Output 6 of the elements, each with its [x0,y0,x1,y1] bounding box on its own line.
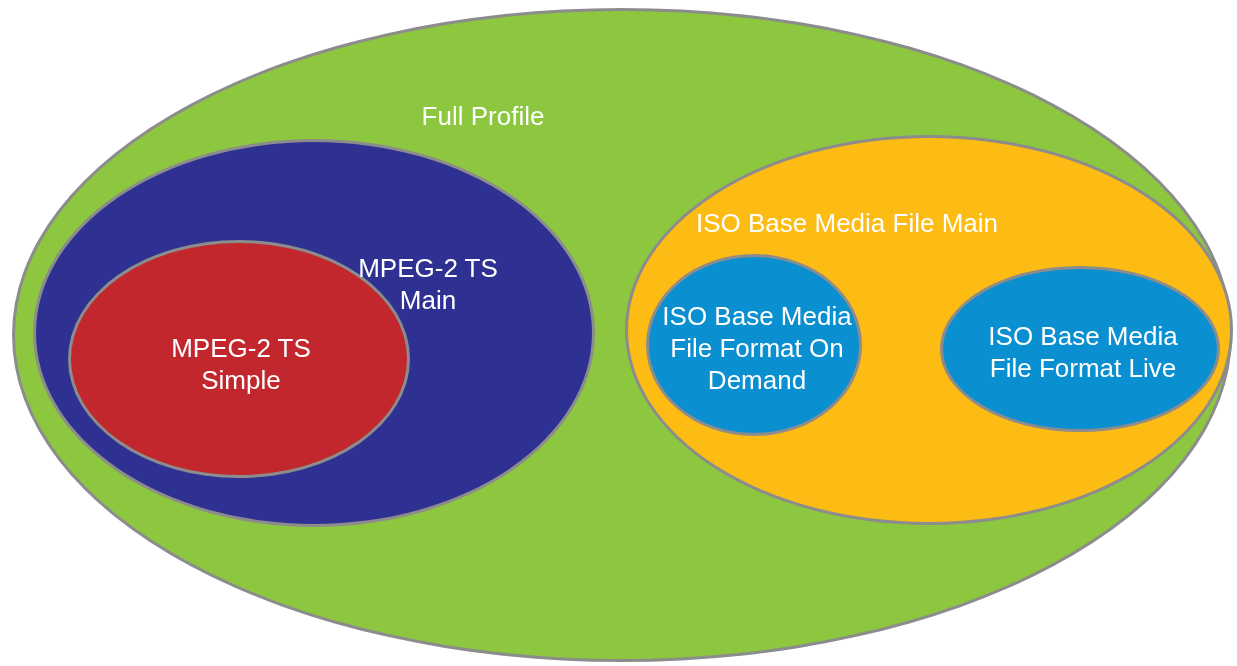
region-label: MPEG-2 TS Simple [170,332,312,396]
region-label: ISO Base Media File Main [695,207,999,239]
region-label: ISO Base Media File Format Live [988,320,1178,384]
region-label: Full Profile [420,100,546,132]
region-label: ISO Base Media File Format On Demand [662,300,852,396]
region-label: MPEG-2 TS Main [357,252,499,316]
